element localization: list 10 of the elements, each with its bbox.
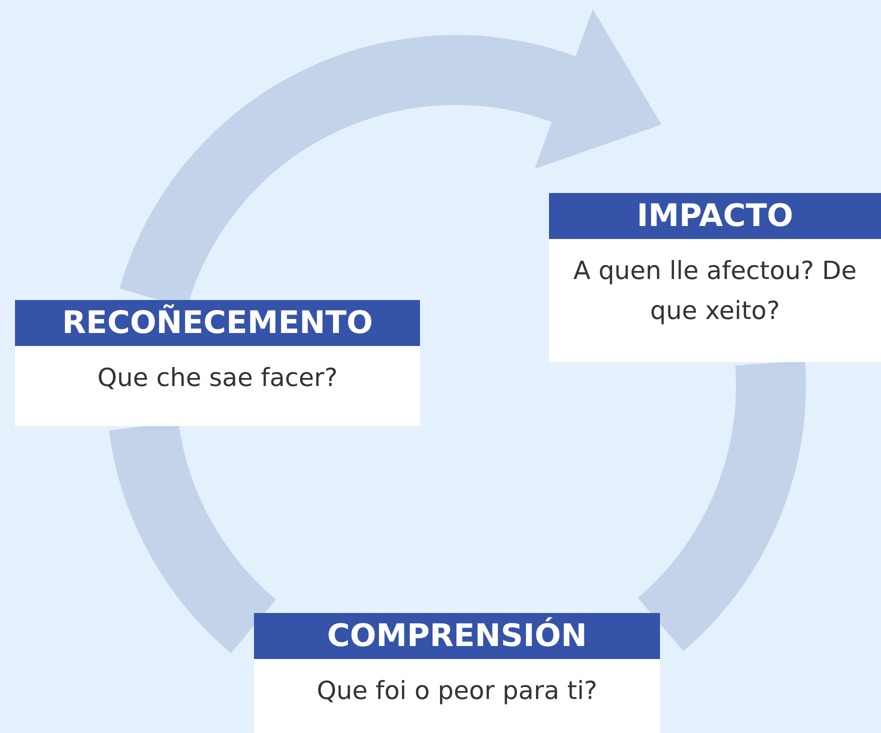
card-question: Que che sae facer?	[96, 362, 339, 394]
text-card	[254, 613, 660, 733]
card-heading: COMPRENSIÓN	[254, 613, 660, 659]
card-question: A quen lle afectou? De que xeito?	[572, 255, 858, 327]
text-card	[15, 300, 420, 426]
card-question: Que foi o peor para ti?	[316, 675, 598, 707]
cycle-arc	[636, 362, 806, 650]
text-card	[549, 193, 881, 362]
card-heading: IMPACTO	[549, 193, 881, 239]
card-heading: RECOÑECEMENTO	[15, 300, 420, 346]
